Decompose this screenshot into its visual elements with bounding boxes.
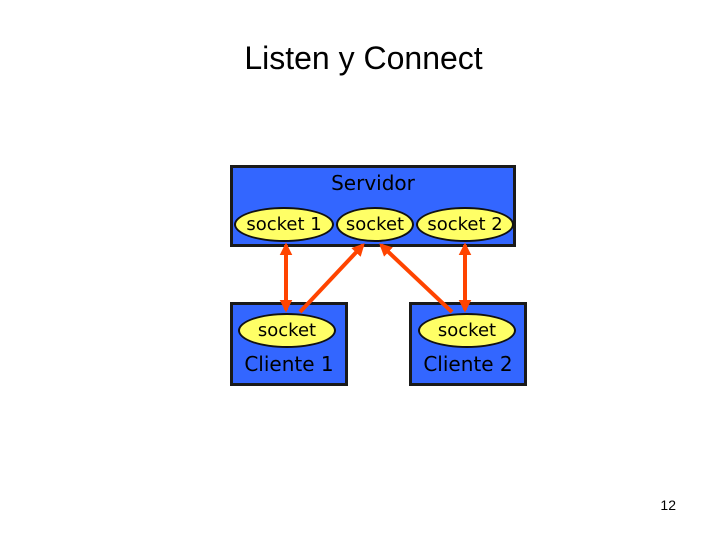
client-1-label: Cliente 1 bbox=[244, 352, 334, 376]
client-2-label: Cliente 2 bbox=[423, 352, 513, 376]
server-label: Servidor bbox=[331, 171, 415, 195]
page-number: 12 bbox=[660, 497, 676, 513]
slide-title: Listen y Connect bbox=[244, 40, 483, 76]
server-socket-2: socket 2 bbox=[416, 207, 514, 242]
client-2-socket: socket bbox=[418, 313, 516, 348]
client-1-socket: socket bbox=[238, 313, 336, 348]
server-socket-1: socket 1 bbox=[234, 207, 334, 242]
arrow-listen-client2 bbox=[379, 243, 454, 314]
server-listen-socket: socket bbox=[336, 207, 414, 242]
arrow-listen-client1 bbox=[298, 243, 365, 314]
